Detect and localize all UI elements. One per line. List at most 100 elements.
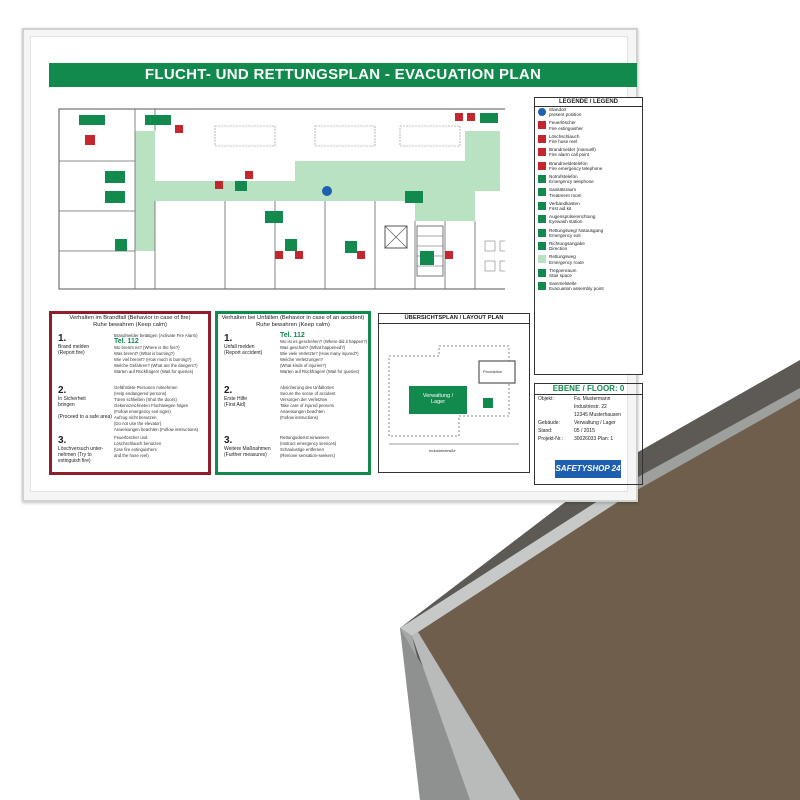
instruction-line: Wie viele Verletzte? (How many injured?) [280, 351, 359, 356]
evacuation-plan-poster: FLUCHT- UND RETTUNGSPLAN - EVACUATION PL… [30, 36, 643, 492]
step-label: Erste Hilfe (First Aid) [224, 396, 248, 408]
direction-icon [538, 241, 546, 250]
legend-item-label: Augenspülseinrichtung Eyewash station [549, 214, 596, 225]
instruction-line: (Remove sensation-seekers) [280, 453, 335, 458]
legend-item: Rettungsweg/ Notausgang Emergency exit [535, 228, 642, 241]
stair-space-icon [538, 268, 546, 277]
instruction-line: Anweisungen beachten [280, 409, 325, 414]
instruction-line: Feuerlöscher und [114, 435, 148, 440]
emergency-exit-icon [538, 228, 546, 237]
poster-title: FLUCHT- UND RETTUNGSPLAN - EVACUATION PL… [49, 63, 637, 87]
legend-item-label: Löschschlauch Fire hose reel [549, 133, 580, 144]
legend-panel: LEGENDE / LEGEND Standort present positi… [534, 97, 643, 375]
floor-info-key: Gebäude: [538, 420, 560, 426]
floor-info-row: Objekt:Fa. Mustermann [535, 395, 642, 403]
overview-annex-label: Produktion [483, 369, 503, 374]
step-number: 1. [224, 333, 233, 344]
step-instructions: Rettungsdienst einweisen(Instruct emerge… [280, 435, 336, 459]
overview-street-label: Industriestraße [429, 448, 456, 453]
accident-box-heading: Verhalten bei Unfällen (Behavior in case… [221, 315, 365, 328]
instruction-line: Take care of injured persons [280, 403, 334, 408]
legend-item: Augenspülseinrichtung Eyewash station [535, 214, 642, 227]
fire-telephone-icon [538, 161, 546, 170]
legend-item: Feuerlöscher Fire extinguisher [535, 120, 642, 133]
instruction-line: Welche Gefahren? (What are the dangers?) [114, 363, 198, 368]
instruction-line: Wo ist es geschehen? (Where did it happe… [280, 339, 368, 344]
step-label: Brand melden (Report fire) [58, 344, 90, 356]
legend-item-label: Rettungsweg Emergency route [549, 254, 584, 265]
instruction-line: Türen schließen (Shut the doors) [114, 397, 177, 402]
eyewash-icon [538, 215, 546, 224]
legend-item: Sanitätsraum Treatment room [535, 187, 642, 200]
step-number: 2. [58, 385, 67, 396]
instruction-line: Gefährdete Personen mitnehmen [114, 385, 178, 390]
instruction-line: Versorgen der Verletzten [280, 397, 328, 402]
legend-item-label: Sanitätsraum Treatment room [549, 187, 582, 198]
safetyshop-logo: SAFETYSHOP 24 [555, 460, 621, 478]
legend-item: Brandmeldetelefon Fire emergency telepho… [535, 161, 642, 174]
instruction-line: Tel. 112 [114, 338, 139, 345]
overview-map [388, 345, 519, 445]
instruction-line: Rettungsdienst einweisen [280, 435, 329, 440]
behavior-step: 1.Unfall melden (Report accident) Tel. 11… [224, 332, 396, 374]
floor-plan [58, 108, 505, 290]
behavior-step: 3.Löschversuch unter- nehmen (Try to ext… [58, 435, 230, 464]
behavior-step: 2.In Sicherheit bringen (Proceed to a sa… [58, 385, 230, 432]
floor-info-key: Stand: [538, 428, 553, 434]
floor-info-row: 12345 Musterhausen [535, 411, 642, 419]
instruction-line: Warten auf Rückfragen! (Wait for queries… [280, 369, 360, 374]
assembly-point-icon [538, 282, 546, 291]
floor-info-value: 05 / 2015 [574, 428, 595, 434]
accident-behavior-box: Verhalten bei Unfällen (Behavior in case… [215, 311, 371, 475]
instruction-line: Aufzug nicht benutzen [114, 415, 157, 420]
instruction-line: Absicherung des Unfallortes [280, 385, 334, 390]
fire-alarm-icon [538, 148, 546, 157]
step-number: 1. [58, 333, 67, 344]
step-number: 3. [58, 435, 67, 446]
legend-item-label: Richtungsangabe Direction [549, 240, 585, 252]
instruction-line: Brandmelder betätigen (Activate Fire Ala… [114, 333, 198, 338]
step-label: Weitere Maßnahmen (Further measures) [224, 446, 271, 458]
legend-item: Löschschlauch Fire hose reel [535, 134, 642, 147]
instruction-line: Anweisungen beachten (Follow instruction… [114, 427, 199, 432]
legend-item-label: Notrufstelefon Emergency telephone [549, 173, 594, 185]
legend-item: Brandmelder (manuell) Fire alarm call po… [535, 147, 642, 160]
step-number: 3. [224, 435, 233, 446]
legend-title: LEGENDE / LEGEND [535, 98, 642, 107]
overview-plan-box: ÜBERSICHTSPLAN / LAYOUT PLAN Verwaltung … [378, 313, 530, 473]
legend-item: Treppenraum Stair space [535, 268, 642, 281]
legend-item: Notrufstelefon Emergency telephone [535, 174, 642, 187]
floor-info-key [538, 403, 574, 411]
fire-hose-icon [538, 134, 546, 143]
emergency-telephone-icon [538, 174, 546, 183]
legend-item-label: Treppenraum Stair space [549, 267, 577, 278]
legend-item-label: Brandmeldetelefon Fire emergency telepho… [549, 160, 603, 171]
overview-building-label: Verwaltung / Lager [422, 393, 454, 405]
legend-item-label: Standort present position [549, 107, 582, 118]
fire-box-heading: Verhalten im Brandfall (Behavior in case… [69, 315, 191, 328]
instruction-line: Wo brennt es? (Where is the fire?) [114, 345, 180, 350]
instruction-line: Warten auf Rückfragen! (Wait for queries… [114, 369, 194, 374]
floor-info-key [538, 411, 574, 419]
floor-info-value: 12345 Musterhausen [574, 412, 621, 418]
instruction-line: (Instruct emergency services) [280, 441, 337, 446]
legend-item-label: Rettungsweg/ Notausgang Emergency exit [549, 227, 604, 238]
legend-item-label: Verbandkasten First aid kit [549, 200, 580, 211]
step-label: Unfall melden (Report accident) [224, 344, 263, 356]
legend-item: Richtungsangabe Direction [535, 241, 642, 254]
instruction-line: (Follow emergency exit signs) [114, 409, 171, 414]
first-aid-icon [538, 201, 546, 210]
instruction-line: Gekennzeichneten Fluchtwegen folgen [114, 403, 189, 408]
step-instructions: Gefährdete Personen mitnehmen(Help endan… [114, 385, 198, 433]
behavior-step: 2.Erste Hilfe (First Aid)Absicherung des… [224, 385, 396, 420]
floor-info-value: 30026033 Plan: 1 [574, 436, 614, 442]
legend-item: Sammelstelle Evacuation assembly point [535, 281, 642, 294]
floor-info-row: Industriestr. 22 [535, 403, 642, 411]
instruction-line: and the hose reel) [114, 453, 149, 458]
behavior-step: 1.Brand melden (Report fire)Brandmelder … [58, 333, 230, 374]
standort-marker [322, 186, 332, 196]
instruction-line: Was brennt? (What is burning?) [114, 351, 175, 356]
